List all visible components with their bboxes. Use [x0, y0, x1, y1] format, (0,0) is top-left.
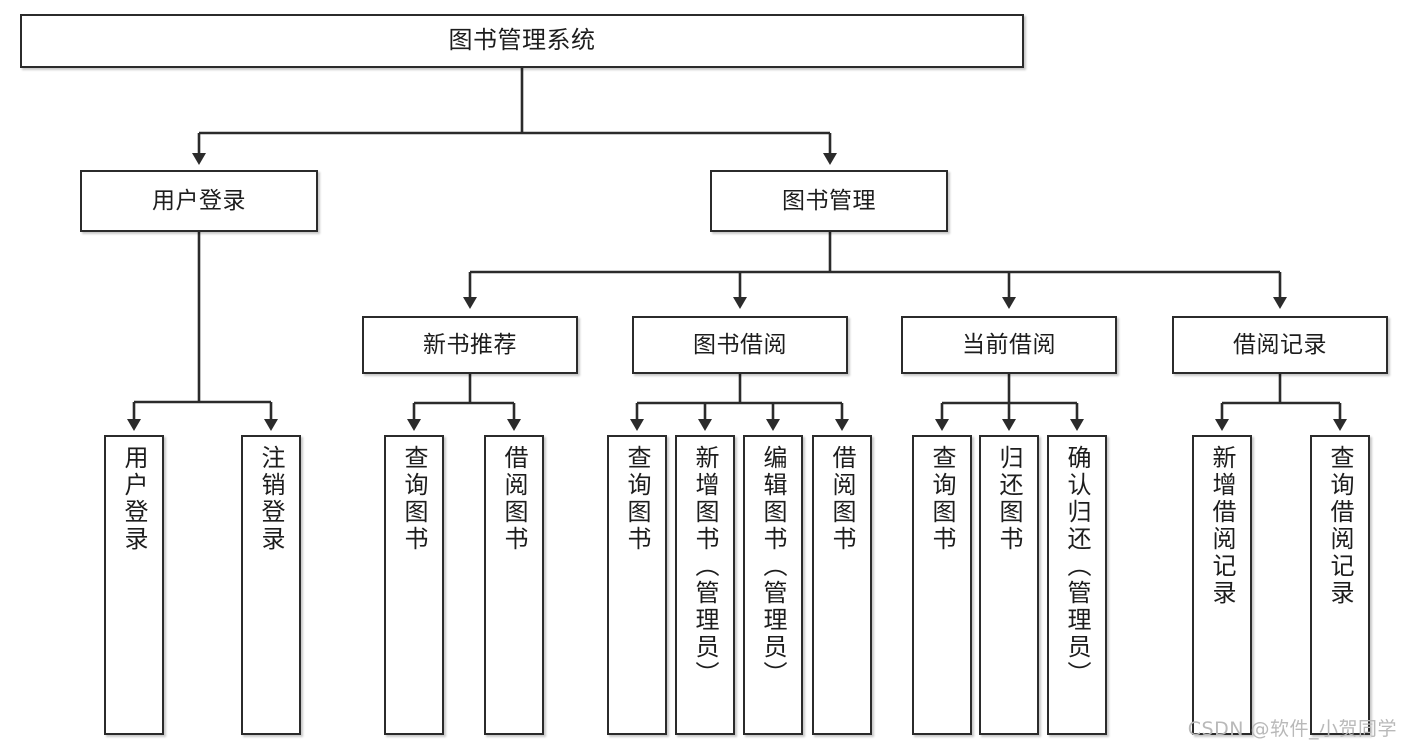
- leaf-borrow-book-rec[interactable]: 借阅图书: [484, 435, 544, 735]
- leaf-query-book-bor-label: 查询图书: [623, 445, 651, 553]
- leaf-confirm-return[interactable]: 确认归还（管理员）: [1047, 435, 1107, 735]
- leaf-confirm-return-label: 确认归还（管理员）: [1063, 445, 1091, 688]
- node-user-login-label: 用户登录: [152, 187, 246, 214]
- node-new-book-rec[interactable]: 新书推荐: [362, 316, 578, 374]
- leaf-edit-book[interactable]: 编辑图书（管理员）: [743, 435, 803, 735]
- leaf-add-record[interactable]: 新增借阅记录: [1192, 435, 1252, 735]
- node-root-label: 图书管理系统: [448, 26, 596, 55]
- leaf-borrow-book-bor-label: 借阅图书: [828, 445, 856, 553]
- leaf-query-record[interactable]: 查询借阅记录: [1310, 435, 1370, 735]
- leaf-query-book-rec-label: 查询图书: [400, 445, 428, 553]
- leaf-logout[interactable]: 注销登录: [241, 435, 301, 735]
- leaf-add-record-label: 新增借阅记录: [1208, 445, 1236, 607]
- node-new-book-rec-label: 新书推荐: [423, 331, 517, 358]
- leaf-query-book-cur-label: 查询图书: [928, 445, 956, 553]
- node-book-manage[interactable]: 图书管理: [710, 170, 948, 232]
- node-current-borrow-label: 当前借阅: [962, 331, 1056, 358]
- leaf-borrow-book-rec-label: 借阅图书: [500, 445, 528, 553]
- leaf-query-book-cur[interactable]: 查询图书: [912, 435, 972, 735]
- node-user-login[interactable]: 用户登录: [80, 170, 318, 232]
- leaf-edit-book-label: 编辑图书（管理员）: [759, 445, 787, 688]
- leaf-add-book[interactable]: 新增图书（管理员）: [675, 435, 735, 735]
- leaf-logout-label: 注销登录: [257, 445, 285, 553]
- leaf-query-book-rec[interactable]: 查询图书: [384, 435, 444, 735]
- leaf-borrow-book-bor[interactable]: 借阅图书: [812, 435, 872, 735]
- node-book-borrow-label: 图书借阅: [693, 331, 787, 358]
- leaf-add-book-label: 新增图书（管理员）: [691, 445, 719, 688]
- leaf-user-login[interactable]: 用户登录: [104, 435, 164, 735]
- node-borrow-record-label: 借阅记录: [1233, 331, 1327, 358]
- node-borrow-record[interactable]: 借阅记录: [1172, 316, 1388, 374]
- leaf-return-book-label: 归还图书: [995, 445, 1023, 553]
- leaf-query-record-label: 查询借阅记录: [1326, 445, 1354, 607]
- node-book-borrow[interactable]: 图书借阅: [632, 316, 848, 374]
- leaf-query-book-bor[interactable]: 查询图书: [607, 435, 667, 735]
- node-current-borrow[interactable]: 当前借阅: [901, 316, 1117, 374]
- leaf-return-book[interactable]: 归还图书: [979, 435, 1039, 735]
- leaf-user-login-label: 用户登录: [120, 445, 148, 553]
- node-book-manage-label: 图书管理: [782, 187, 876, 214]
- node-root[interactable]: 图书管理系统: [20, 14, 1024, 68]
